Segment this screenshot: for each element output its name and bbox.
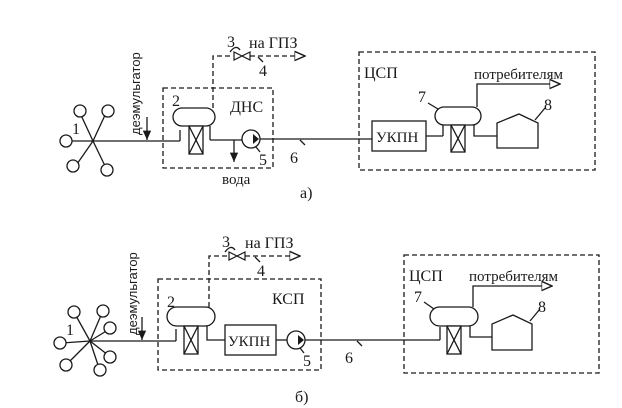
separator-label: 2 xyxy=(167,294,175,311)
well-icon xyxy=(93,363,107,377)
central-station-label: ЦСП xyxy=(364,65,398,82)
complex-station-box xyxy=(157,278,322,371)
valve-label: 3 xyxy=(222,234,230,251)
well-cluster: 1 xyxy=(53,304,117,377)
tank-label: 8 xyxy=(538,299,546,316)
valve-icon xyxy=(233,51,244,61)
well-icon xyxy=(100,163,114,177)
well-icon xyxy=(59,358,73,372)
gas-destination-label: на ГПЗ xyxy=(245,235,293,252)
central-station-box xyxy=(403,254,600,374)
consumer-arrow-icon xyxy=(472,286,552,307)
gas-line xyxy=(208,255,228,307)
central-separator-icon xyxy=(434,106,482,126)
gas-line xyxy=(212,55,233,108)
well-icon xyxy=(103,350,117,364)
well-icon xyxy=(67,305,81,319)
well-icon xyxy=(101,104,115,118)
well-icon xyxy=(103,321,117,335)
pump-label: 5 xyxy=(303,353,311,370)
valve-label: 3 xyxy=(227,34,235,51)
demulsifier-label: деэмульгатор xyxy=(128,52,143,135)
consumer-label: потребителям xyxy=(469,269,558,285)
well-icon xyxy=(53,336,67,350)
well-icon xyxy=(59,134,73,148)
storage-tank-icon xyxy=(491,314,533,351)
central-station-label: ЦСП xyxy=(409,268,443,285)
separator-label: 2 xyxy=(172,93,180,110)
well-cluster-label: 1 xyxy=(66,322,74,339)
well-cluster-label: 1 xyxy=(72,121,80,138)
separator-icon xyxy=(172,107,216,127)
consumer-label: потребителям xyxy=(474,67,563,83)
caption-a: а) xyxy=(300,185,312,202)
treatment-unit-label: УКПН xyxy=(228,334,270,350)
gas-destination-label: на ГПЗ xyxy=(249,35,297,52)
well-cluster: 1 xyxy=(59,104,115,177)
tank-label: 8 xyxy=(544,97,552,114)
central-separator-label: 7 xyxy=(418,89,426,106)
pipeline-label: 6 xyxy=(345,350,353,367)
well-icon xyxy=(66,159,80,173)
storage-tank-icon xyxy=(496,113,539,149)
water-outlet-label: вода xyxy=(222,172,251,188)
demulsifier-label: деэмульгатор xyxy=(125,252,140,335)
booster-station-label: ДНС xyxy=(230,99,263,116)
diagram-b: 1 деэмульгатор КСП 2 УКПН 5 3 на ГП xyxy=(53,234,600,406)
complex-station-label: КСП xyxy=(272,291,305,308)
well-icon xyxy=(96,304,110,318)
booster-station-box xyxy=(162,87,274,169)
central-station-box xyxy=(358,51,596,171)
gas-line-label: 4 xyxy=(257,263,265,280)
well-icon xyxy=(73,104,87,118)
central-separator-label: 7 xyxy=(414,289,422,306)
valve-icon xyxy=(228,251,239,261)
pipeline-label: 6 xyxy=(290,150,298,167)
treatment-unit-label: УКПН xyxy=(376,130,418,146)
gas-line-label: 4 xyxy=(259,63,267,80)
central-separator-icon xyxy=(429,306,479,327)
diagram-a: 1 деэмульгатор ДНС 2 вода 5 3 xyxy=(59,34,596,202)
consumer-arrow-icon xyxy=(476,84,560,107)
caption-b: б) xyxy=(295,389,308,406)
pump-label: 5 xyxy=(259,152,267,169)
